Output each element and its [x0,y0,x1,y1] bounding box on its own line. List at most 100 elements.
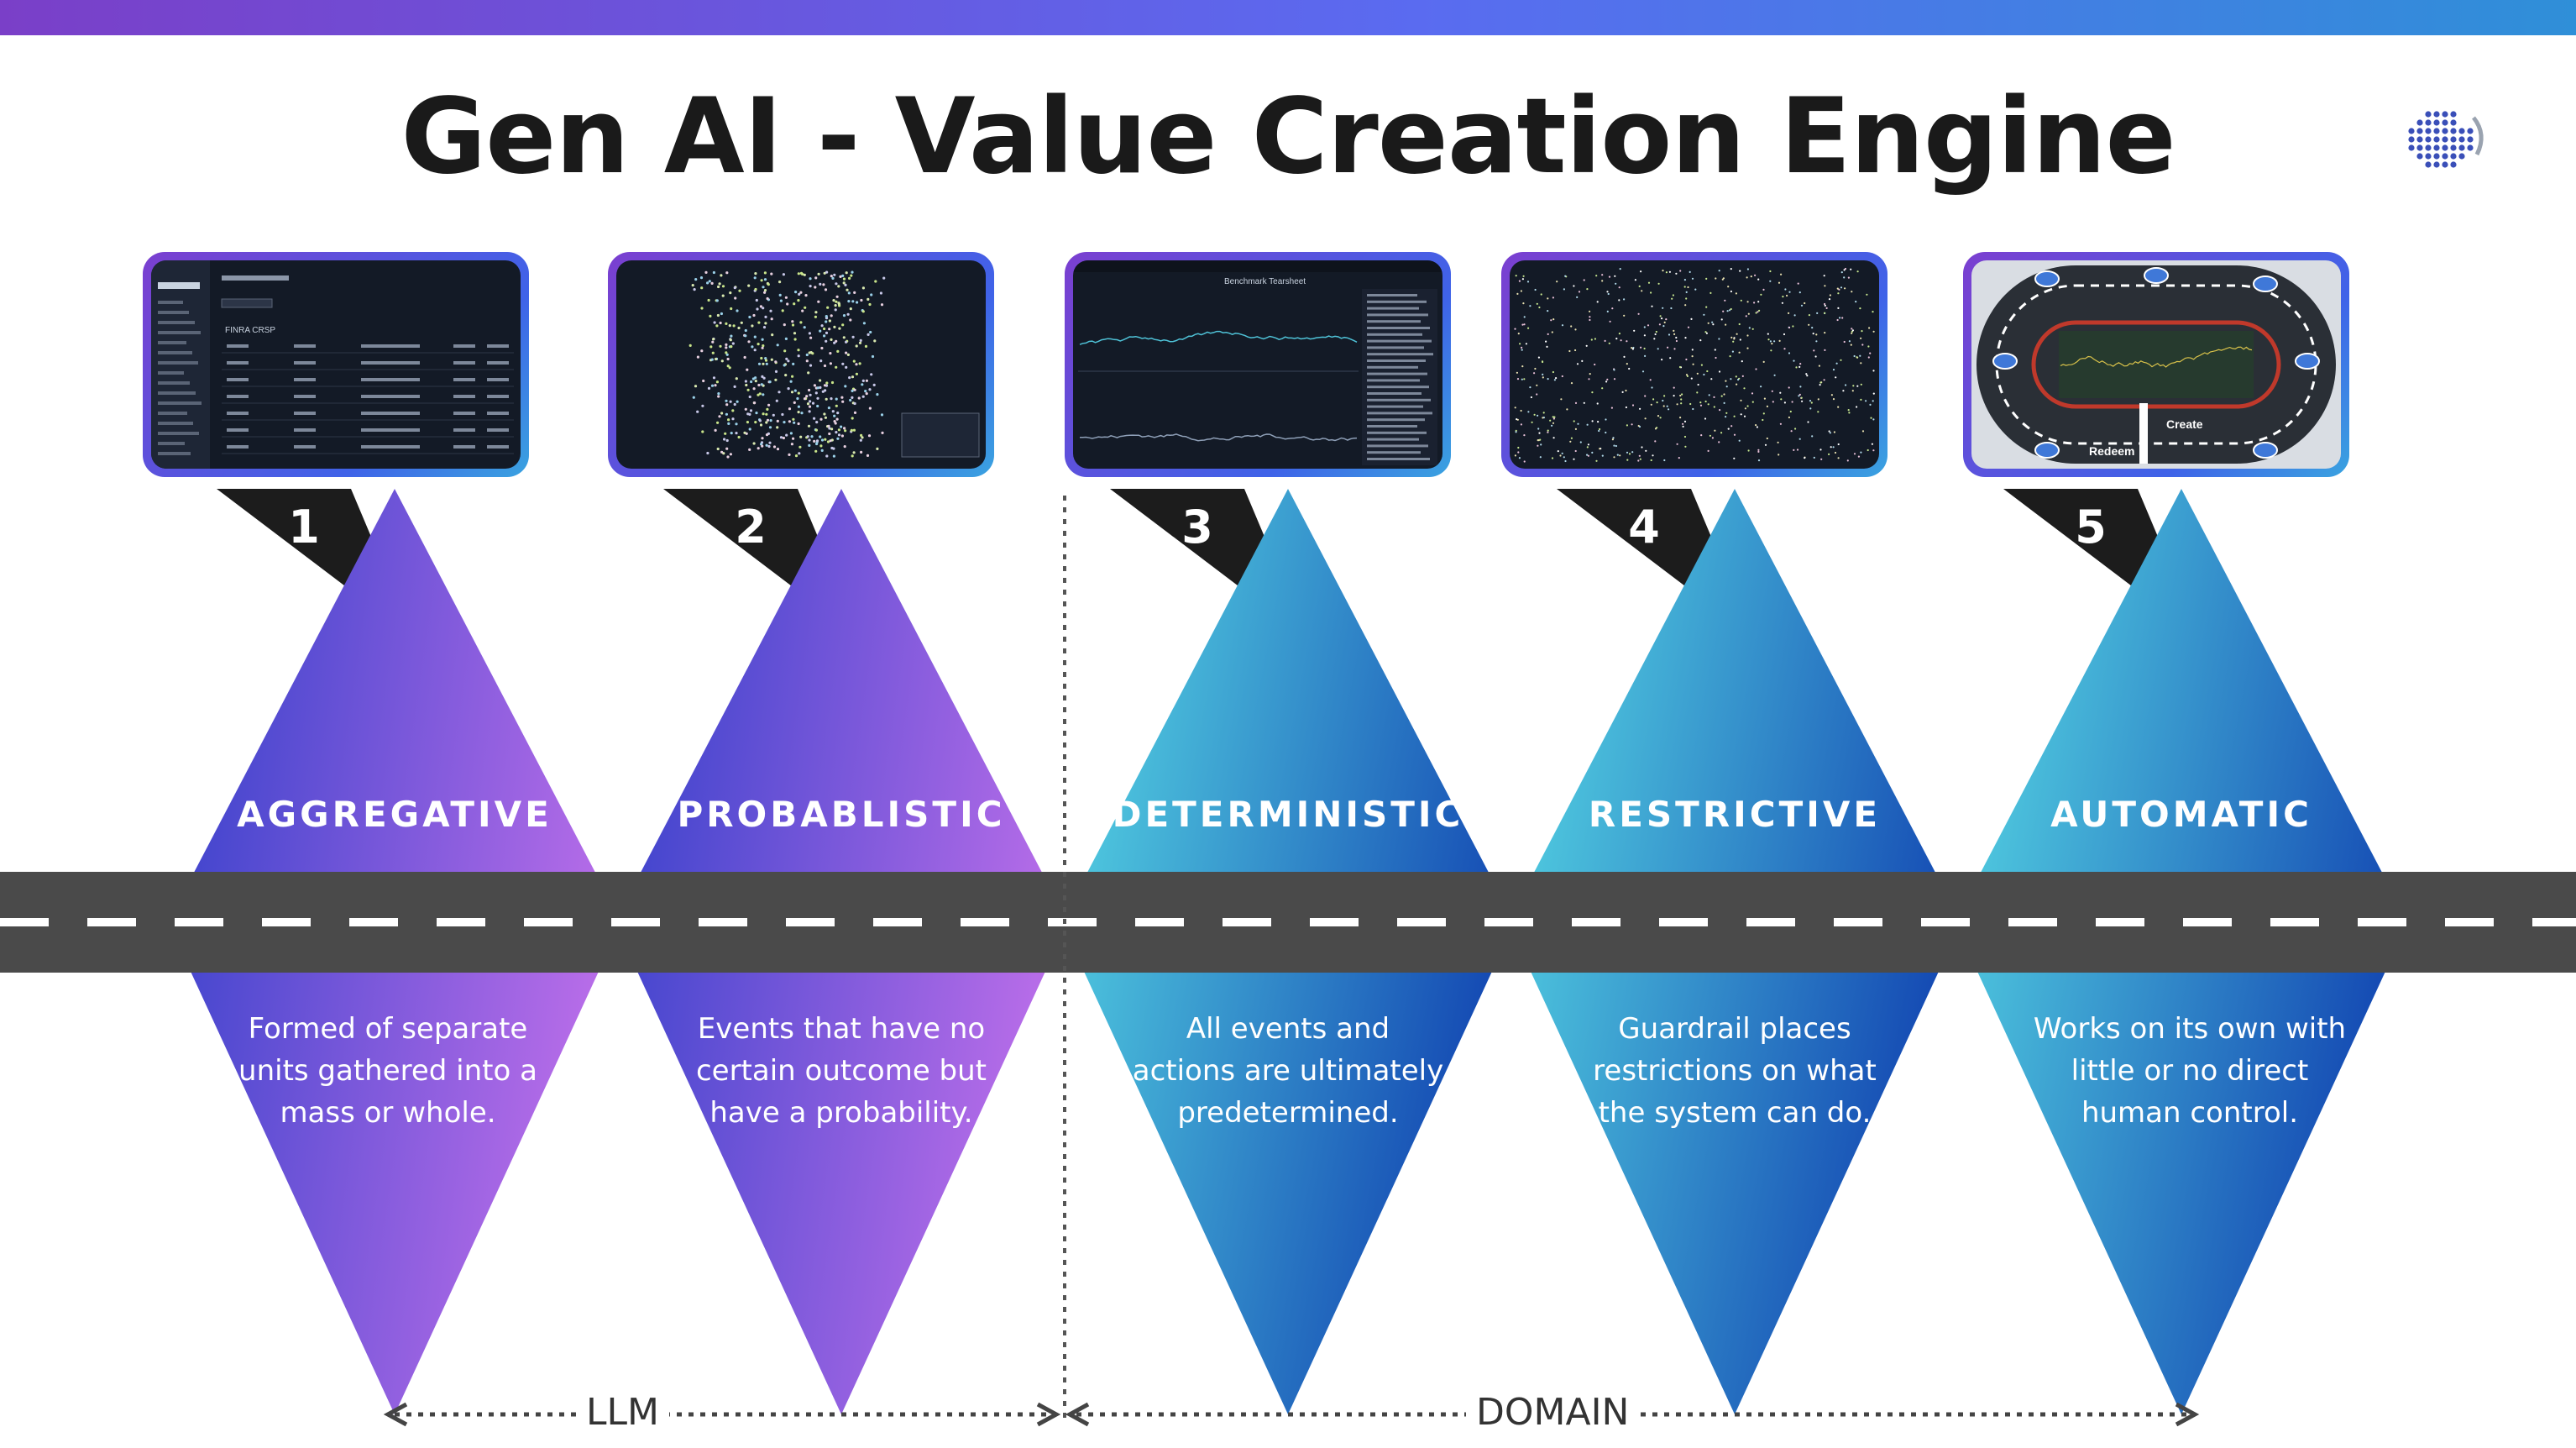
scatter-dot [865,379,868,382]
map-point [1516,292,1519,295]
scatter-dot [730,432,733,435]
logo-dot [2442,128,2448,134]
table-cell [487,428,509,432]
scatter-dot [826,306,830,309]
scatter-dot [841,274,845,277]
scatter-dot [870,373,873,376]
scatter-dot [845,271,848,275]
scatter-dot [746,421,749,424]
map-point [1655,330,1657,333]
tearsheet-row [1367,438,1419,441]
map-point [1722,310,1725,312]
scatter-dot [797,422,800,426]
logo-dot [2442,119,2448,126]
map-point [1838,288,1840,291]
map-point [1817,398,1819,401]
scatter-dot [765,421,768,424]
scatter-dot [778,293,782,296]
map-point [1691,277,1694,280]
map-point [1683,286,1686,288]
map-point [1860,398,1862,401]
map-point [1745,315,1747,317]
map-point [1861,330,1863,333]
map-point [1520,290,1522,292]
scatter-dot [825,270,829,274]
scatter-dot [712,270,715,275]
map-point [1595,459,1598,462]
map-point [1589,310,1591,312]
map-point [1675,339,1678,343]
map-point [1692,363,1694,365]
scatter-dot [832,454,835,458]
map-point [1832,398,1835,401]
scatter-dot [761,375,764,378]
table-cell [487,344,509,348]
map-point [1865,400,1867,402]
scatter-dot [783,364,786,367]
map-point [1576,296,1579,298]
scatter-dot [852,451,856,454]
map-point [1872,311,1874,313]
map-point [1779,391,1782,394]
scatter-dot [808,410,811,413]
map-point [1518,280,1521,282]
tearsheet-row [1367,307,1419,310]
map-point [1733,457,1736,459]
tearsheet-row [1367,294,1417,296]
map-point [1552,296,1554,299]
map-point [1685,358,1688,361]
scatter-dot [759,423,763,427]
scatter-dot [744,334,747,338]
sidebar-line [158,301,183,304]
map-point [1730,378,1732,380]
race-car [2034,270,2060,287]
map-point [1534,367,1537,370]
map-point [1804,302,1806,305]
scatter-dot [853,411,857,414]
map-point [1861,344,1864,346]
map-point [1840,359,1842,361]
map-point [1673,395,1675,397]
map-point [1839,317,1841,319]
scatter-dot [848,276,851,280]
scatter-dot [696,410,699,413]
map-point [1552,417,1555,420]
logo-dot [2433,128,2440,134]
map-point [1810,401,1813,404]
scatter-dot [728,324,731,328]
table-cell [294,412,316,415]
scatter-dot [808,332,811,335]
map-point [1784,288,1787,291]
scatter-dot [746,368,749,371]
scatter-dot [720,412,724,415]
scatter-dot [754,272,757,275]
map-point [1683,420,1687,422]
scatter-dot [830,338,833,341]
scatter-dot [851,375,855,379]
logo-dot [2416,144,2423,151]
map-point [1703,313,1705,316]
map-point [1746,347,1749,349]
map-point [1585,344,1588,347]
scatter-dot [841,323,845,327]
scatter-dot [762,286,765,289]
race-track-screenshot: Create Redeem [1977,265,2336,464]
map-point [1542,373,1544,375]
thumb1-heading: FINRA CRSP [225,326,275,335]
scatter-dot [737,326,741,330]
map-point [1625,389,1627,392]
map-point [1728,309,1731,312]
scatter-dot [798,445,802,449]
map-point [1601,280,1604,282]
map-point [1868,327,1871,329]
scatter-dot [754,380,757,383]
scatter-dot [784,374,788,377]
map-point [1842,390,1845,392]
map-point [1606,291,1609,293]
map-point [1730,290,1732,293]
scatter-dot [701,430,704,433]
point-map-screenshot [1514,267,1875,463]
desc-line: human control. [2081,1096,2299,1130]
map-point [1530,396,1532,399]
map-point [1783,333,1786,336]
